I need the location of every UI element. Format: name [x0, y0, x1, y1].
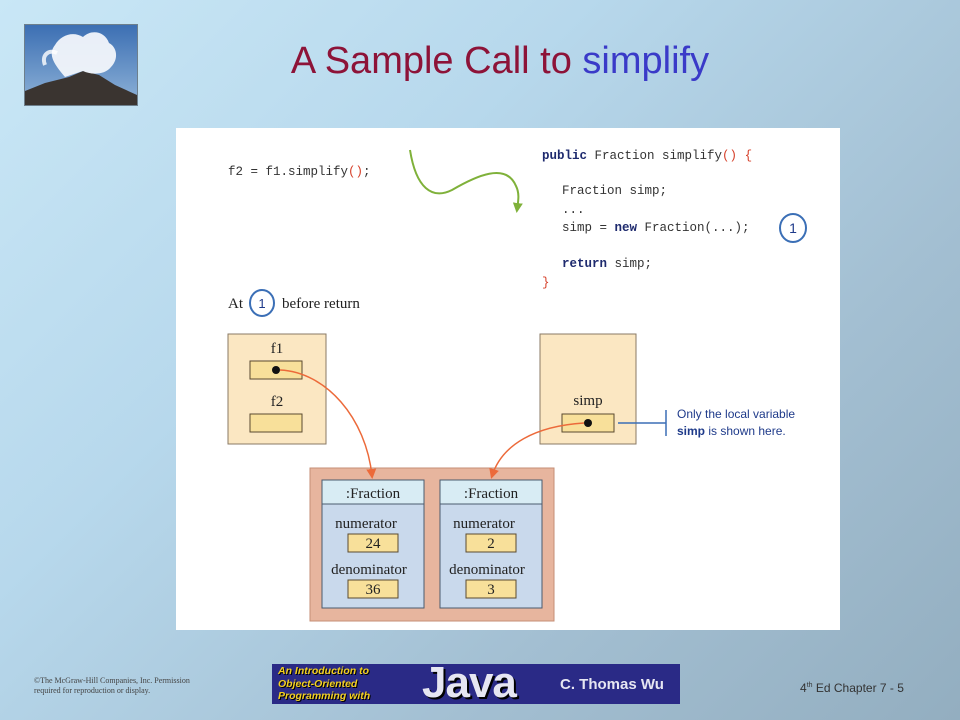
- memory-diagram: f2 = f1.simplify(); public Fraction simp…: [227, 149, 807, 622]
- note-line-2: simp is shown here.: [677, 424, 786, 438]
- note-bracket: [618, 410, 667, 436]
- call-flow-arrow: [409, 149, 523, 213]
- book-subtitle: An Introduction to Object-Oriented Progr…: [278, 665, 371, 702]
- chapter-label: 4th Ed Chapter 7 - 5: [800, 681, 904, 695]
- var-label-simp: simp: [573, 393, 602, 409]
- title-main: A Sample Call to: [290, 40, 583, 82]
- object-1-value-denominator: 36: [366, 582, 382, 598]
- note-line-1: Only the local variable: [677, 407, 795, 421]
- fraction-object-1: :Fraction numerator 24 denominator 36: [321, 479, 425, 609]
- svg-text:1: 1: [258, 296, 265, 311]
- call-statement: f2 = f1.simplify();: [228, 165, 371, 179]
- book-banner: An Introduction to Object-Oriented Progr…: [272, 664, 680, 704]
- code-line-declaration: Fraction simp;: [562, 184, 667, 198]
- copyright-line-1: ©The McGraw-Hill Companies, Inc. Permiss…: [34, 676, 190, 685]
- at-label-suffix: before return: [282, 296, 360, 312]
- object-2-field-numerator: numerator: [453, 516, 515, 532]
- object-1-class: :Fraction: [346, 486, 401, 502]
- reference-arrow-simp: [489, 422, 585, 479]
- reference-dot-f1: [272, 366, 280, 374]
- code-line-return: return simp;: [562, 257, 652, 271]
- object-2-value-numerator: 2: [487, 536, 495, 552]
- step-marker-code: 1: [779, 213, 807, 243]
- object-2-class: :Fraction: [464, 486, 519, 502]
- corner-wave-image: [24, 24, 138, 106]
- fraction-object-2: :Fraction numerator 2 denominator 3: [439, 479, 543, 609]
- object-2-value-denominator: 3: [487, 582, 495, 598]
- copyright-line-2: required for reproduction or display.: [34, 686, 151, 695]
- reference-arrow-f1: [279, 369, 377, 479]
- var-label-f2: f2: [271, 394, 284, 410]
- var-label-f1: f1: [271, 341, 284, 357]
- object-1-field-numerator: numerator: [335, 516, 397, 532]
- at-label-prefix: At: [228, 296, 244, 312]
- code-line-assignment: simp = new Fraction(...);: [562, 221, 750, 235]
- reference-dot-simp: [584, 419, 592, 427]
- step-marker-label: 1: [249, 289, 275, 317]
- var-slot-f2: [249, 413, 303, 433]
- title-accent: simplify: [582, 40, 710, 82]
- figure-panel: f2 = f1.simplify(); public Fraction simp…: [176, 128, 840, 630]
- slide-title: A Sample Call to simplify: [170, 40, 830, 83]
- book-java-logo: Java: [422, 664, 517, 704]
- object-2-field-denominator: denominator: [449, 562, 525, 578]
- copyright-notice: ©The McGraw-Hill Companies, Inc. Permiss…: [34, 676, 264, 696]
- code-line-ellipsis: ...: [562, 203, 585, 217]
- object-1-value-numerator: 24: [366, 536, 382, 552]
- svg-text:1: 1: [789, 220, 797, 236]
- code-line-signature: public Fraction simplify() {: [542, 149, 752, 163]
- object-1-field-denominator: denominator: [331, 562, 407, 578]
- book-author: C. Thomas Wu: [560, 676, 664, 693]
- code-line-close-brace: }: [542, 276, 550, 290]
